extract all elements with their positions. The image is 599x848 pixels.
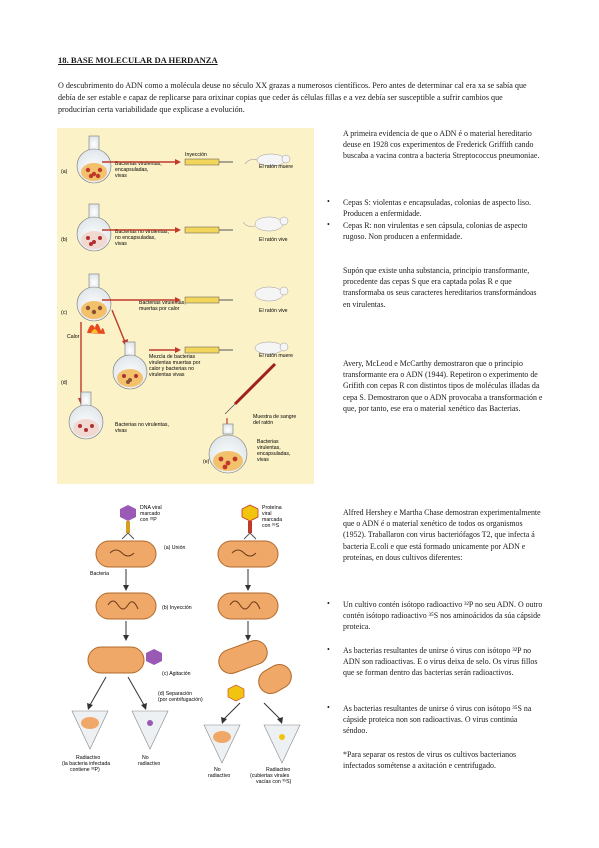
label-union: (a) Unión [164,545,185,551]
flask-c [76,273,112,322]
bullet-dot-1: • [327,197,330,206]
bullet-dot-4: • [327,645,330,654]
bacteria-row2 [95,592,279,620]
label-a-bact: Bacterias virulentas,encapsuladas,vivas [115,161,162,179]
bullet-dot-3: • [327,599,330,608]
label-dead: El ratón muere [259,164,293,170]
hershey-bullet-1: Un cultivo contén isótopo radioactivo ³²… [343,600,543,632]
phage-protein-icon [241,504,259,540]
bullet-dot-5: • [327,703,330,712]
griffith-bullet-2: Cepas R: non virulentas e sen cápsula, c… [343,221,528,242]
mouse-alive-c [254,286,289,302]
mouse-dead-a [244,153,291,167]
label-c-bact: Bacterias virulentas,muertas por calor [139,300,186,312]
label-d-bact: Bacterias no virulentas,vivas [115,422,169,434]
griffith-hypothesis: Supón que existe unha substancia, princi… [343,266,537,309]
label-a: (a) [61,169,68,175]
tube-3 [203,724,241,764]
griffith-intro: A primeira evidencia de que o ADN é o ma… [343,129,540,161]
syringe-d [184,346,233,354]
blood-syringe-icon [224,362,277,415]
griffith-figure: (a) Bacterias virulentas,encapsuladas,vi… [57,128,314,484]
label-inj: Inyección [185,152,207,158]
label-c: (c) [61,310,67,316]
label-d: (d) [61,380,68,386]
label-bact: Bacteria [90,571,109,577]
intro-paragraph: O descubrimento do ADN como a molécula d… [58,81,527,114]
bacteria-row1 [95,540,279,568]
section-heading: 18. BASE MOLECULAR DA HERDANZA [58,55,218,65]
tube-1 [71,710,109,750]
label-b: (b) [61,237,68,243]
mouse-dead-d [254,341,289,355]
hershey-bullet-3: As bacterias resultantes de unirse ó vir… [343,704,532,736]
mouse-alive-b [242,216,289,232]
label-e: (e) [203,459,210,465]
label-inyec: (b) Inyección [162,605,192,611]
bullet-dot-2: • [327,220,330,229]
label-sep: (d) Separación(por centrifugación) [158,691,203,703]
hershey-intro: Alfred Hershey e Martha Chase demostran … [343,508,541,562]
syringe-b [184,226,233,234]
flask-a [76,135,112,184]
label-agit: (c) Agitación [162,671,191,677]
avery-paragraph: Avery, McLeod e McCarthy demostraron que… [343,359,543,413]
flask-e [208,423,248,474]
label-c-lives: El ratón vive [259,308,288,314]
hershey-bullet-2: As bacterias resultantes de unirse ó vir… [343,646,538,678]
bacteria-row3 [87,640,292,702]
tube-2 [131,710,169,750]
label-b-bact: Bacterias no virulentas,no encapsuladas,… [115,229,169,247]
label-lives: El ratón vive [259,237,288,243]
flask-d [112,341,148,390]
syringe-c [184,296,233,304]
flask-d2 [68,391,104,440]
griffith-bullet-1: Cepas S: violentas e encapsuladas, colon… [343,198,532,219]
flask-b [76,203,112,252]
label-heat: Calor [67,334,80,340]
centrifuge-note: *Para separar os restos de virus os cult… [343,750,517,771]
flame-icon [87,323,105,334]
tube-4 [263,724,301,764]
phage-dna-icon [120,505,136,540]
syringe-a [184,158,233,166]
label-d-dead: El ratón muere [259,353,293,359]
